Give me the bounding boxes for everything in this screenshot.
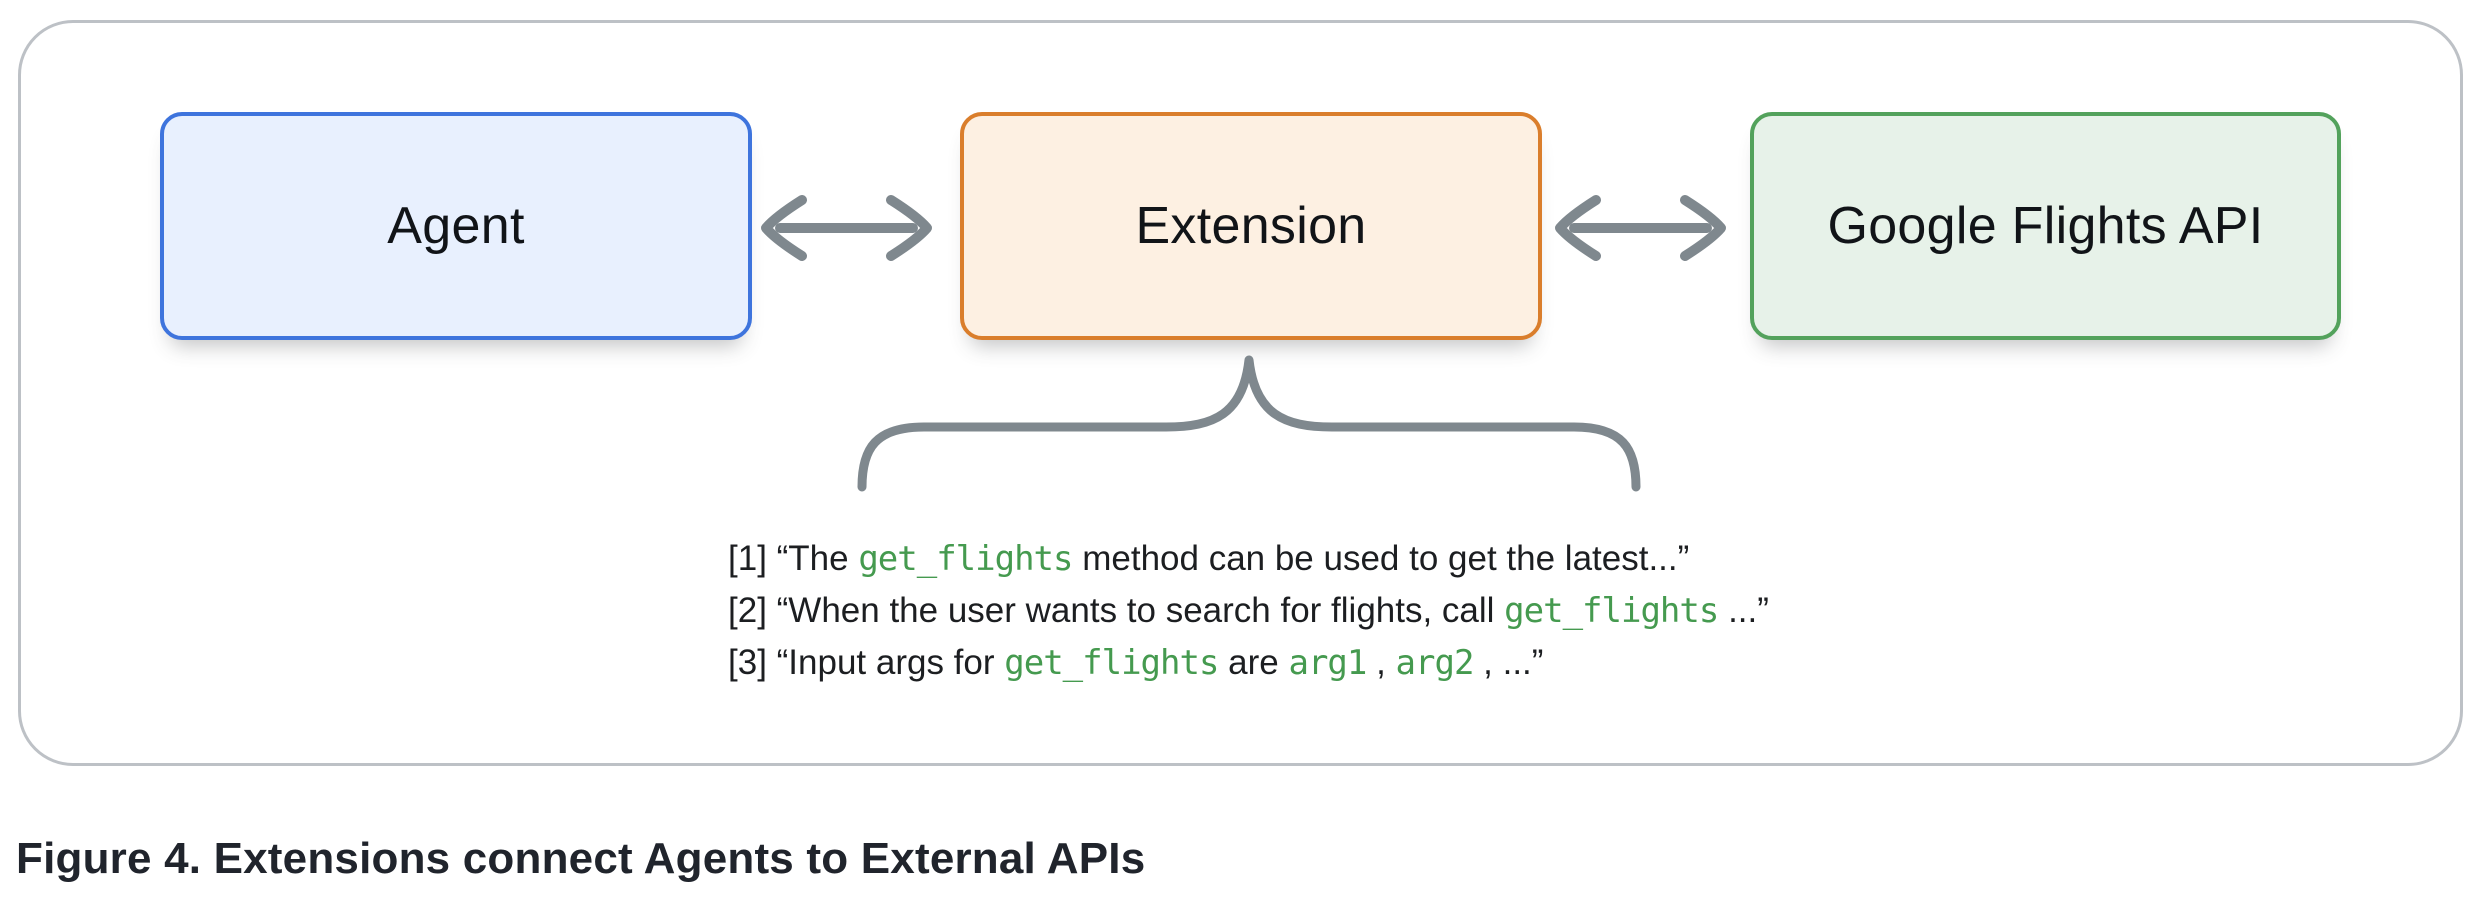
annotation-text-segment: [2] “When the user wants to search for f… bbox=[728, 591, 1505, 630]
extension-box-label: Extension bbox=[1135, 197, 1367, 255]
annotation-text-segment: [3] “Input args for bbox=[728, 643, 1005, 682]
google-flights-api-box-label: Google Flights API bbox=[1827, 196, 2264, 255]
annotation-text-segment: , bbox=[1366, 643, 1396, 682]
annotation-text-segment: [1] “The bbox=[728, 539, 859, 578]
annotation-line-2: [2] “When the user wants to search for f… bbox=[728, 585, 1769, 637]
code-token: get_flights bbox=[858, 539, 1073, 579]
code-token: get_flights bbox=[1504, 591, 1719, 631]
extension-box: Extension bbox=[960, 112, 1542, 340]
annotation-text-segment: are bbox=[1218, 643, 1289, 682]
code-token: get_flights bbox=[1004, 643, 1219, 683]
annotation-line-3: [3] “Input args for get_flights are arg1… bbox=[728, 637, 1769, 689]
annotation-line-1: [1] “The get_flights method can be used … bbox=[728, 533, 1769, 585]
annotation-text-segment: ...” bbox=[1718, 591, 1769, 630]
code-token: arg1 bbox=[1288, 643, 1367, 683]
annotation-text-segment: method can be used to get the latest...” bbox=[1072, 539, 1690, 578]
extension-annotations: [1] “The get_flights method can be used … bbox=[728, 533, 1769, 689]
agent-box: Agent bbox=[160, 112, 752, 340]
google-flights-api-box: Google Flights API bbox=[1750, 112, 2341, 340]
annotation-text-segment: , ...” bbox=[1473, 643, 1544, 682]
figure-caption: Figure 4. Extensions connect Agents to E… bbox=[16, 834, 1146, 883]
agent-box-label: Agent bbox=[387, 197, 525, 255]
code-token: arg2 bbox=[1395, 643, 1475, 683]
